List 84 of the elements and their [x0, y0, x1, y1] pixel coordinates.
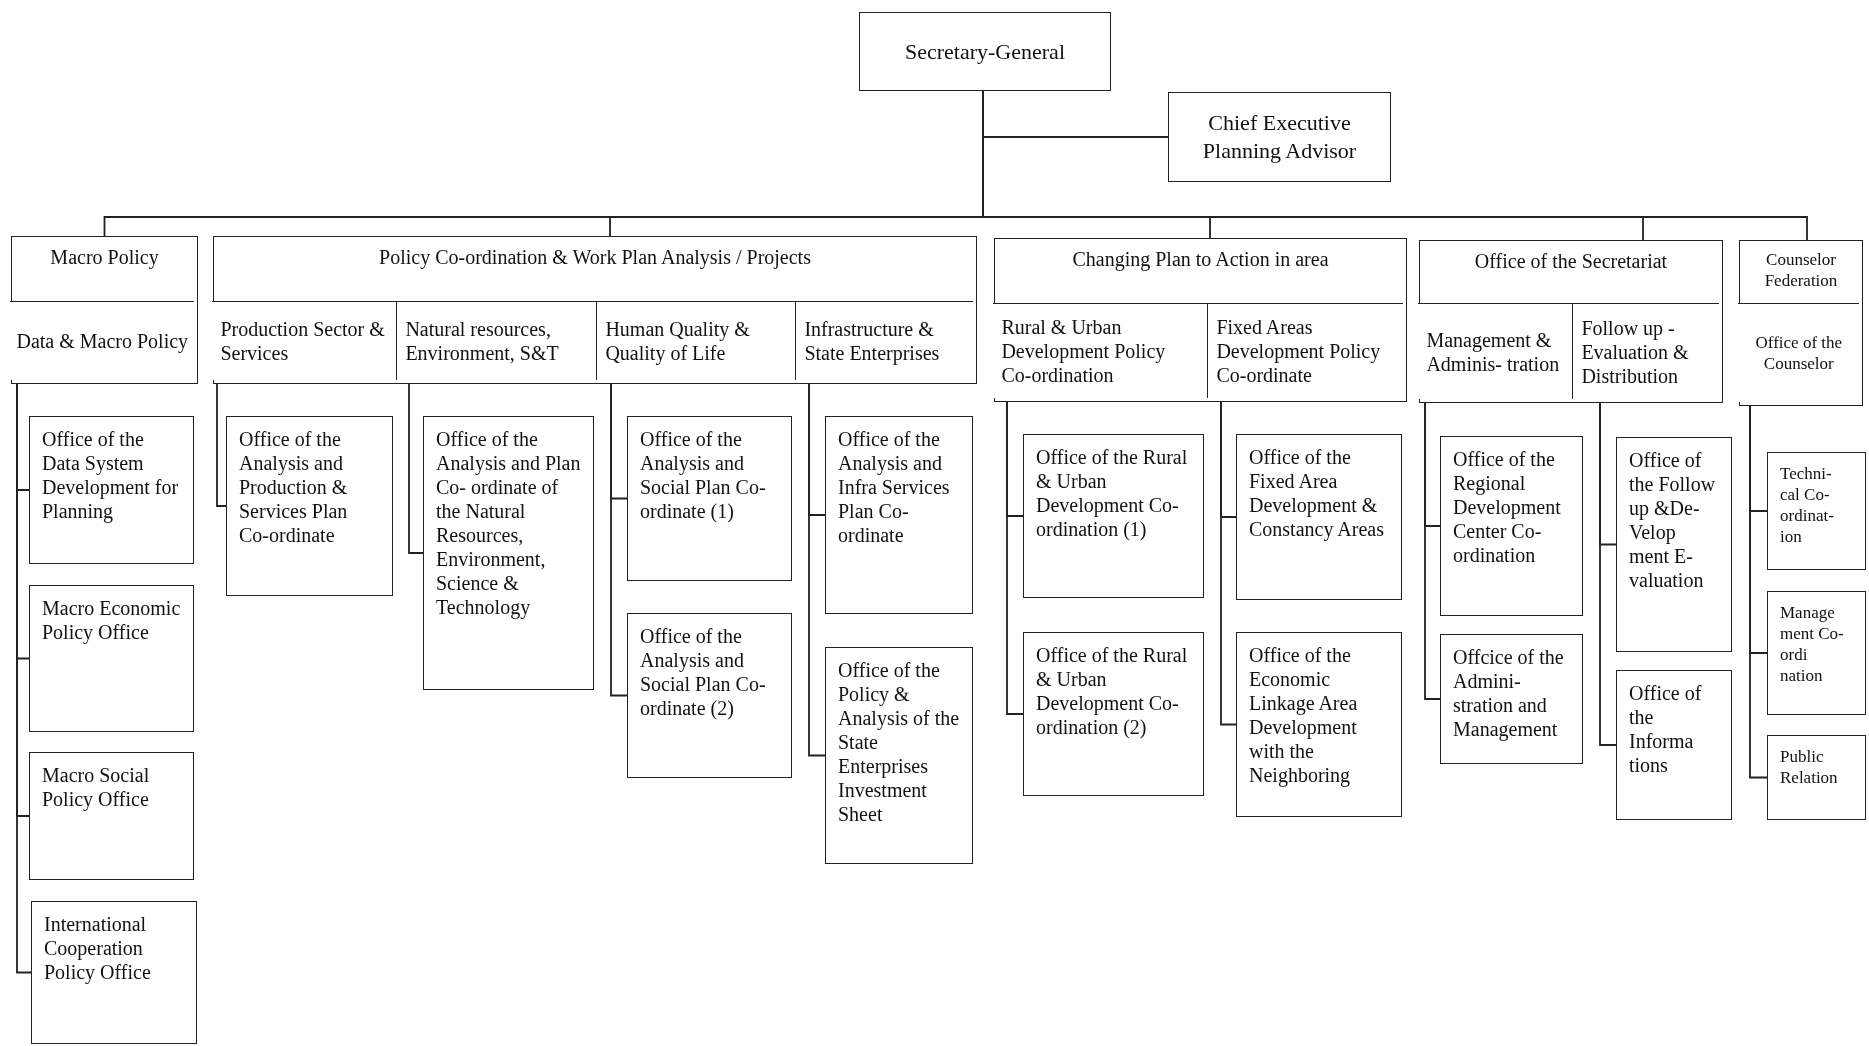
division-box	[11, 236, 198, 384]
office-name: Office of the Informa tions	[1629, 681, 1703, 777]
office-name: Techni- cal Co- ordinat- ion	[1780, 463, 1835, 547]
office-name: Office of the Data System Development for Planning	[42, 427, 180, 523]
division-box	[1419, 240, 1723, 403]
connector-line	[408, 383, 424, 554]
unit-name: Chief Executive Planning Advisor	[1201, 109, 1358, 165]
office-name: Office of the Follow up &De- Velop ment E- valuation	[1629, 448, 1717, 592]
office-name: Office of the Rural & Urban Development Co-ordination (1)	[1036, 445, 1189, 541]
section-cell	[1207, 303, 1404, 399]
section-cell	[396, 301, 597, 381]
connector-line	[808, 383, 826, 757]
section-name: Follow up - Evaluation & Distribution	[1581, 315, 1690, 388]
section-cell	[596, 301, 796, 381]
office-name: Office of the Analysis and Production & Services Plan Co-ordinate	[239, 427, 349, 547]
section-cell	[1738, 303, 1860, 403]
office-name: Office of the Policy & Analysis of the State Enterprises Investment Sheet	[838, 658, 960, 826]
office-name: Office of the Analysis and Infra Services Plan Co- ordinate	[838, 427, 951, 547]
office-name: Office of the Economic Linkage Area Development with the Neighboring	[1249, 643, 1359, 787]
office-name: Macro Social Policy Office	[42, 763, 151, 811]
section-name: Infrastructure & State Enterprises	[804, 317, 941, 366]
connector-line	[1220, 401, 1237, 726]
section-name: Fixed Areas Development Policy Co-ordinate	[1216, 315, 1382, 388]
office-box	[1236, 632, 1402, 817]
division-title: Changing Plan to Action in area	[1072, 247, 1329, 271]
office-name: Office of the Fixed Area Development & Constancy Areas	[1249, 445, 1385, 541]
office-name: Office of the Rural & Urban Development Co-ordination (2)	[1036, 643, 1189, 739]
office-name: Macro Economic Policy Office	[42, 596, 181, 644]
office-box	[29, 752, 194, 880]
office-box	[1767, 735, 1866, 820]
division-box	[213, 236, 977, 384]
office-box	[226, 416, 393, 596]
unit-name: Secretary-General	[905, 37, 1065, 66]
section-name: Office of the Counselor	[1754, 332, 1844, 375]
office-name: Manage ment Co-ordi nation	[1780, 602, 1845, 686]
office-box	[1767, 591, 1866, 715]
division-box	[1739, 240, 1863, 406]
office-box	[1440, 634, 1583, 764]
org-unit-box	[859, 12, 1111, 91]
office-name: Office of the Regional Development Center Co- ordination	[1453, 447, 1562, 567]
division-title: Counselor Federation	[1763, 249, 1839, 291]
office-box	[1023, 632, 1204, 796]
division-title: Policy Co-ordination & Work Plan Analysis / Projects	[379, 245, 811, 269]
section-cell	[993, 303, 1208, 399]
section-name: Data & Macro Policy	[16, 329, 189, 354]
division-title: Macro Policy	[50, 245, 159, 269]
office-name: Office of the Analysis and Social Plan Co-ordinate (2)	[640, 624, 767, 720]
office-box	[825, 416, 973, 614]
connector-line	[216, 383, 227, 507]
office-name: International Cooperation Policy Office	[44, 912, 152, 984]
office-box	[627, 416, 792, 581]
division-title: Office of the Secretariat	[1474, 249, 1668, 273]
office-box	[1616, 670, 1732, 820]
office-box	[1616, 437, 1732, 652]
office-box	[31, 901, 197, 1044]
section-name: Natural resources, Environment, S&T	[405, 317, 560, 366]
office-box	[627, 613, 792, 778]
office-box	[29, 585, 194, 732]
section-cell	[795, 301, 974, 381]
connector-line	[1424, 402, 1441, 700]
office-box	[1236, 434, 1402, 600]
office-name: Office of the Analysis and Plan Co- ordinate of the Natural Resources, Environment, Science & Technology	[436, 427, 581, 619]
org-unit-box	[1168, 92, 1391, 182]
connector-line	[1006, 401, 1024, 715]
connector-line	[610, 383, 628, 697]
section-cell	[1572, 303, 1720, 400]
office-box	[423, 416, 594, 690]
division-box	[994, 238, 1407, 402]
office-box	[1440, 436, 1583, 616]
section-name: Rural & Urban Development Policy Co-ordination	[1001, 315, 1167, 388]
connector-line	[1599, 402, 1617, 746]
office-name: Office of the Analysis and Social Plan Co-ordinate (1)	[640, 427, 767, 523]
section-cell	[10, 301, 195, 381]
section-name: Management & Adminis- tration	[1426, 327, 1561, 376]
office-box	[1023, 434, 1204, 598]
office-box	[29, 416, 194, 564]
section-name: Human Quality & Quality of Life	[605, 317, 751, 366]
office-name: Offcice of the Admini- stration and Management	[1453, 645, 1565, 741]
section-cell	[212, 301, 397, 381]
office-box	[1767, 452, 1866, 570]
section-name: Production Sector & Services	[220, 317, 386, 366]
section-cell	[1418, 303, 1573, 400]
office-name: Public Relation	[1780, 746, 1839, 788]
office-box	[825, 647, 973, 864]
